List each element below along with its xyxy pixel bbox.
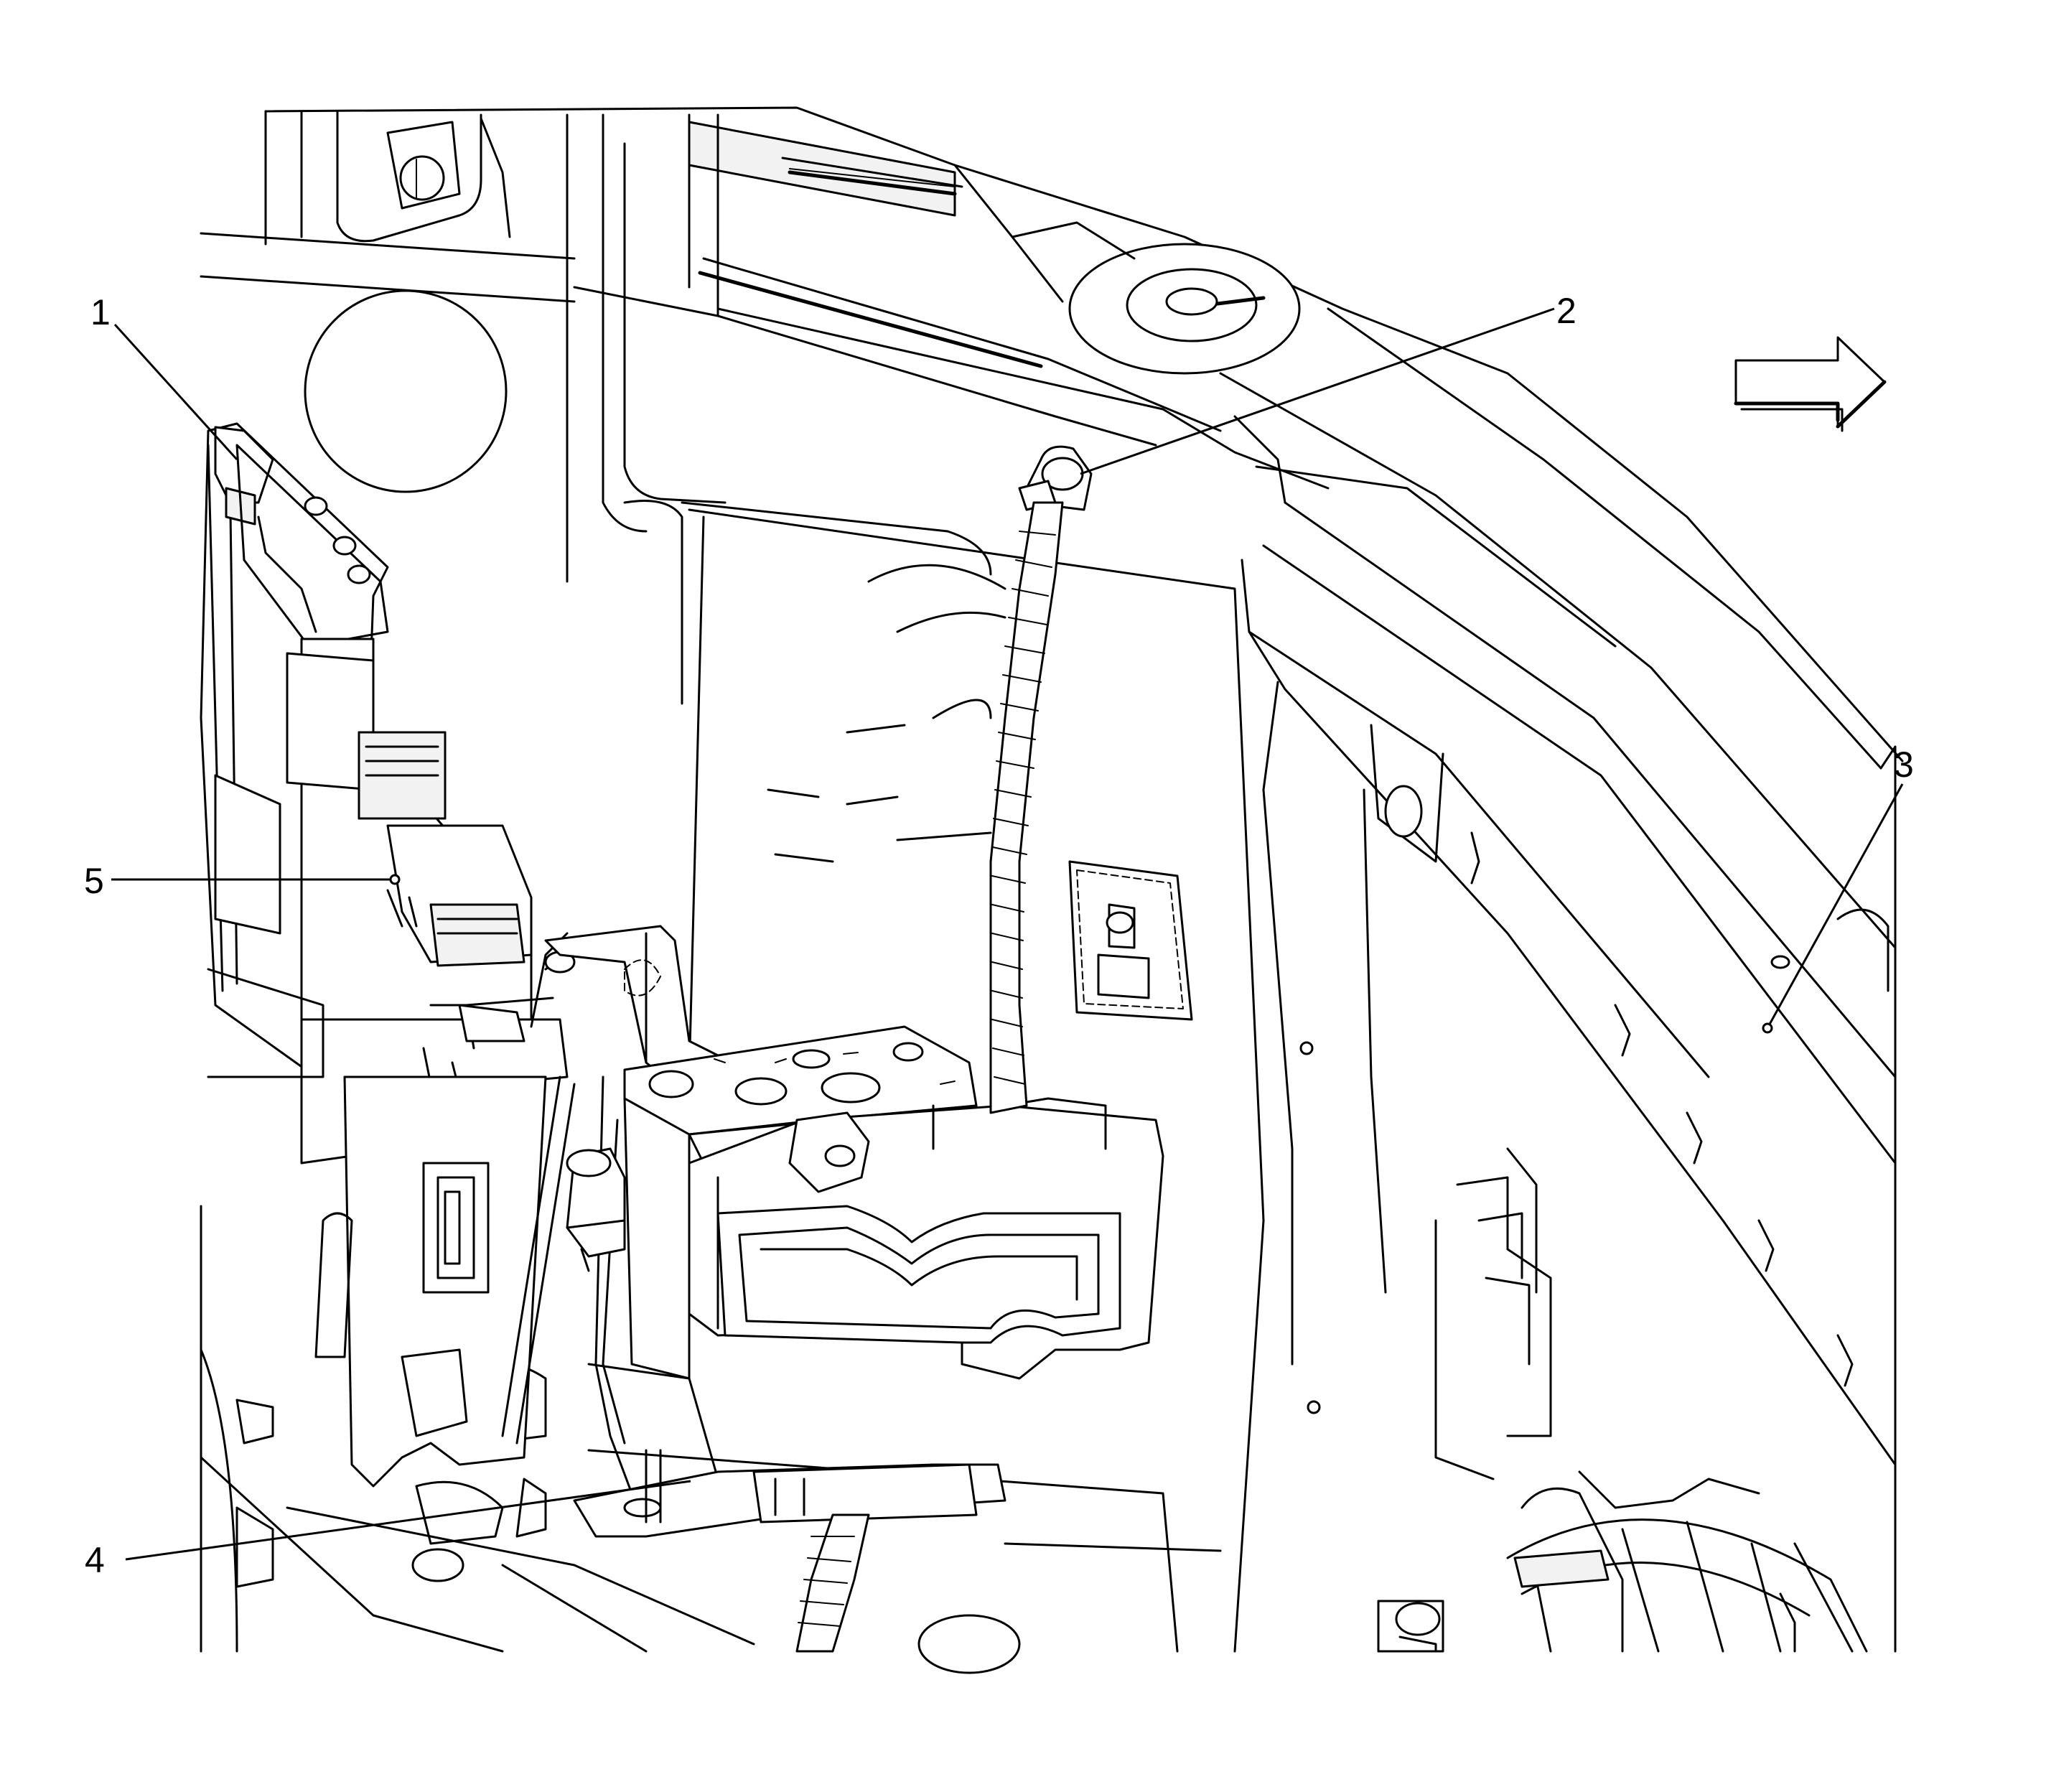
ground-wire (795, 445, 1093, 1653)
control-module-assembly (200, 422, 604, 1488)
body-structure (200, 106, 1904, 1674)
leader-4 (125, 1480, 691, 1561)
callout-4: 4 (85, 1540, 105, 1580)
callout-leaders (111, 307, 1904, 1561)
callout-2: 2 (1556, 291, 1576, 331)
leader-3 (1766, 783, 1904, 1029)
leader-2 (1080, 307, 1555, 475)
callout-5: 5 (84, 861, 104, 901)
leader-1 (113, 323, 238, 461)
callout-1: 1 (90, 292, 111, 332)
callout-3: 3 (1894, 745, 1914, 785)
abs-modulator-unit (566, 1025, 1164, 1523)
forward-arrow-icon (1734, 336, 1887, 432)
callout-labels: 1 2 3 4 5 (84, 291, 1914, 1580)
